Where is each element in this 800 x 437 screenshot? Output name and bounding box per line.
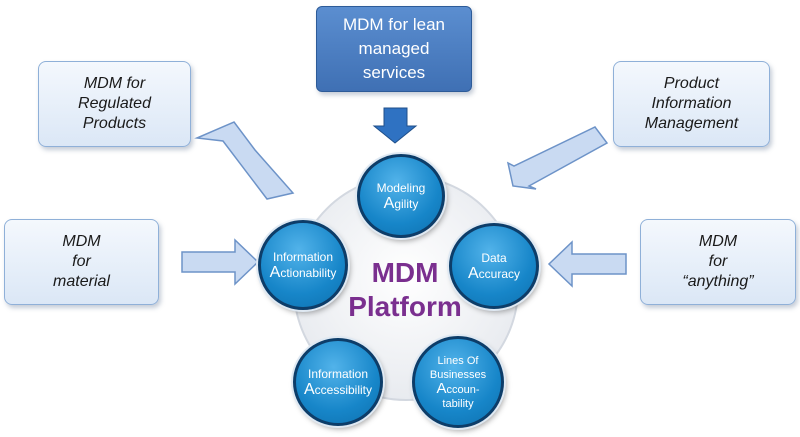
- node-sublabel-accessibility: Accessibility: [303, 381, 373, 398]
- node-label-lines-of-businesses: Lines Of Businesses: [429, 354, 487, 381]
- node-label-information-1: Information: [272, 250, 334, 264]
- down-arrow: [372, 107, 418, 144]
- node-sublabel-agility: Agility: [383, 195, 419, 212]
- product-information-management-box: Product Information Management: [613, 61, 770, 147]
- information-accessibility-node: Information Accessibility: [293, 338, 383, 426]
- node-label-information-2: Information: [307, 367, 369, 381]
- node-sublabel-accountability: Accoun- tability: [436, 379, 480, 410]
- mdm-for-material-box: MDM for material: [4, 219, 159, 305]
- node-sublabel-actionability: Actionability: [269, 264, 337, 281]
- mdm-platform-title: MDM Platform: [348, 257, 462, 322]
- lines-of-businesses-accountability-node: Lines Of Businesses Accoun- tability: [412, 336, 504, 428]
- node-sublabel-accuracy: Accuracy: [467, 265, 520, 282]
- node-label-data: Data: [481, 251, 507, 265]
- information-actionability-node: Information Actionability: [258, 220, 348, 310]
- mdm-for-anything-box: MDM for “anything”: [640, 219, 796, 305]
- modeling-agility-node: Modeling Agility: [357, 154, 445, 238]
- arrow-top-left: [194, 121, 295, 200]
- node-label-modeling: Modeling: [376, 181, 426, 195]
- arrow-mid-left: [181, 238, 260, 286]
- arrow-top-right: [506, 126, 609, 190]
- mdm-regulated-products-box: MDM for Regulated Products: [38, 61, 191, 147]
- data-accuracy-node: Data Accuracy: [449, 223, 539, 309]
- mdm-lean-managed-services-box: MDM for lean managed services: [316, 6, 472, 92]
- arrow-mid-right: [547, 240, 627, 288]
